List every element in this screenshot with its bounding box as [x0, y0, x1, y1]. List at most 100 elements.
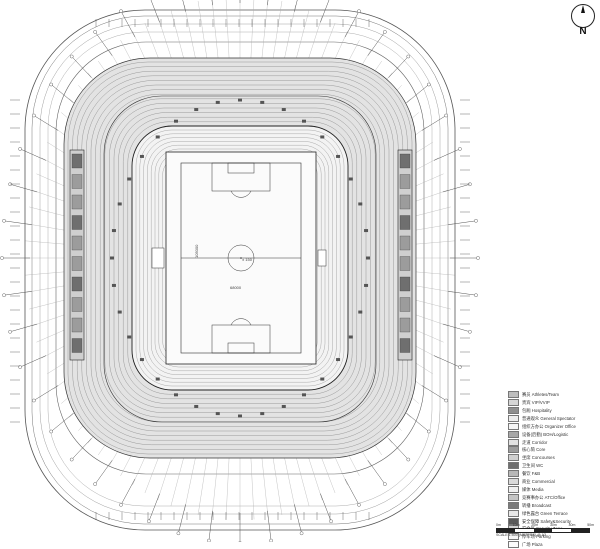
service-room — [71, 215, 83, 230]
football-pitch — [151, 151, 327, 365]
tunnel-entrance — [317, 249, 327, 267]
center-circle — [227, 244, 255, 272]
scale-tick: 40m — [568, 523, 576, 527]
grid-axis-line — [10, 183, 38, 193]
vomitory — [336, 154, 341, 158]
vomitory — [281, 404, 286, 408]
service-room — [399, 153, 411, 169]
legend-label: 核心筒 Core — [522, 447, 546, 453]
grid-bubble — [69, 457, 74, 462]
grid-axis-line — [433, 355, 460, 368]
service-room — [71, 338, 83, 353]
service-room — [71, 317, 83, 333]
service-room — [399, 317, 411, 333]
grid-bubble — [93, 482, 97, 486]
legend-swatch — [508, 462, 519, 470]
legend-item: 广场 Plaza — [508, 541, 598, 549]
legend-item: 走道 Corridor — [508, 438, 598, 446]
grid-bubble — [8, 182, 12, 187]
service-room — [399, 215, 411, 230]
service-room — [71, 276, 83, 292]
grid-bubble — [2, 219, 6, 223]
legend-swatch — [508, 454, 519, 462]
vomitory — [320, 377, 325, 381]
grid-axis-line — [344, 478, 360, 505]
grid-axis-line — [4, 291, 32, 296]
lower-seat-row — [135, 129, 345, 387]
grid-axis-line — [94, 460, 113, 485]
vomitory — [139, 154, 144, 158]
legend-swatch — [508, 414, 519, 422]
legend-item: 停车场 Parking — [508, 533, 598, 541]
legend-item: 普通观众 General Spectator — [508, 414, 598, 423]
legend-swatch — [508, 478, 519, 486]
vomitory — [194, 108, 199, 112]
grid-axis-line — [448, 291, 476, 296]
grid-axis-line — [148, 493, 160, 522]
service-room — [399, 174, 411, 189]
legend-item: 坐席 Concourses — [508, 454, 598, 462]
grid-bubble — [269, 538, 273, 542]
pitch-width-dimension: 68000 — [230, 285, 242, 290]
vomitory — [155, 377, 160, 381]
service-room — [71, 153, 83, 169]
grid-bubble — [49, 82, 53, 87]
grid-bubble — [458, 147, 462, 151]
service-room — [399, 256, 411, 271]
legend-swatch — [508, 430, 519, 438]
legend-label: 走道 Corridor — [522, 439, 548, 445]
legend-swatch — [508, 438, 519, 446]
vomitory — [281, 108, 286, 112]
north-arrow-icon: N — [571, 4, 595, 38]
legend-label: 安全保障 Safety&Security — [522, 518, 571, 524]
vomitory — [110, 256, 114, 260]
legend-swatch — [508, 501, 519, 509]
legend-swatch — [508, 399, 519, 407]
vomitory — [111, 229, 116, 233]
pitch-center-level: ± 150 — [242, 257, 253, 262]
grid-axis-line — [150, 0, 160, 23]
legend-swatch — [508, 493, 519, 501]
vomitory — [260, 412, 265, 416]
lower-seat-row — [147, 141, 333, 375]
grid-bubble — [329, 519, 333, 524]
seat-row — [95, 89, 385, 427]
service-room — [71, 297, 83, 312]
grid-bubble — [299, 531, 304, 536]
legend-label: 坐席 Concourses — [522, 455, 555, 461]
legend-label: 广场 Plaza — [522, 542, 543, 548]
grid-axis-line — [267, 0, 269, 6]
vomitory — [348, 177, 353, 181]
grid-bubble — [2, 293, 6, 297]
legend-item: 卫生间 WC — [508, 462, 598, 470]
scale-tick: 0m — [496, 523, 501, 527]
north-label: N — [579, 26, 587, 37]
goal-area-bottom — [227, 342, 255, 354]
vomitory — [364, 283, 369, 287]
vomitory — [302, 393, 306, 397]
vomitory — [174, 119, 178, 123]
grid-axis-line — [388, 438, 409, 460]
grid-bubble — [383, 30, 387, 34]
grid-bubble — [427, 82, 431, 87]
goal-area-top — [227, 162, 255, 174]
legend-label: 卫生间 WC — [522, 463, 544, 469]
grid-bubble — [18, 147, 22, 151]
grid-axis-line — [71, 438, 92, 460]
grid-axis-line — [51, 413, 74, 432]
legend-item: 安全保障 Safety&Security — [508, 517, 598, 525]
grid-bubble — [474, 219, 478, 223]
service-room — [71, 194, 83, 210]
seat-row — [127, 121, 353, 395]
legend-label: 停车场 Parking — [522, 534, 551, 540]
vomitory — [215, 100, 220, 104]
legend-item: 商业 Commercial — [508, 478, 598, 486]
vomitory — [127, 177, 132, 181]
side-service-blocks — [69, 149, 413, 361]
center-spot — [240, 257, 242, 259]
grid-axis-line — [294, 504, 302, 534]
grid-axis-line — [178, 504, 186, 534]
legend-item: 媒体 Media — [508, 485, 598, 494]
